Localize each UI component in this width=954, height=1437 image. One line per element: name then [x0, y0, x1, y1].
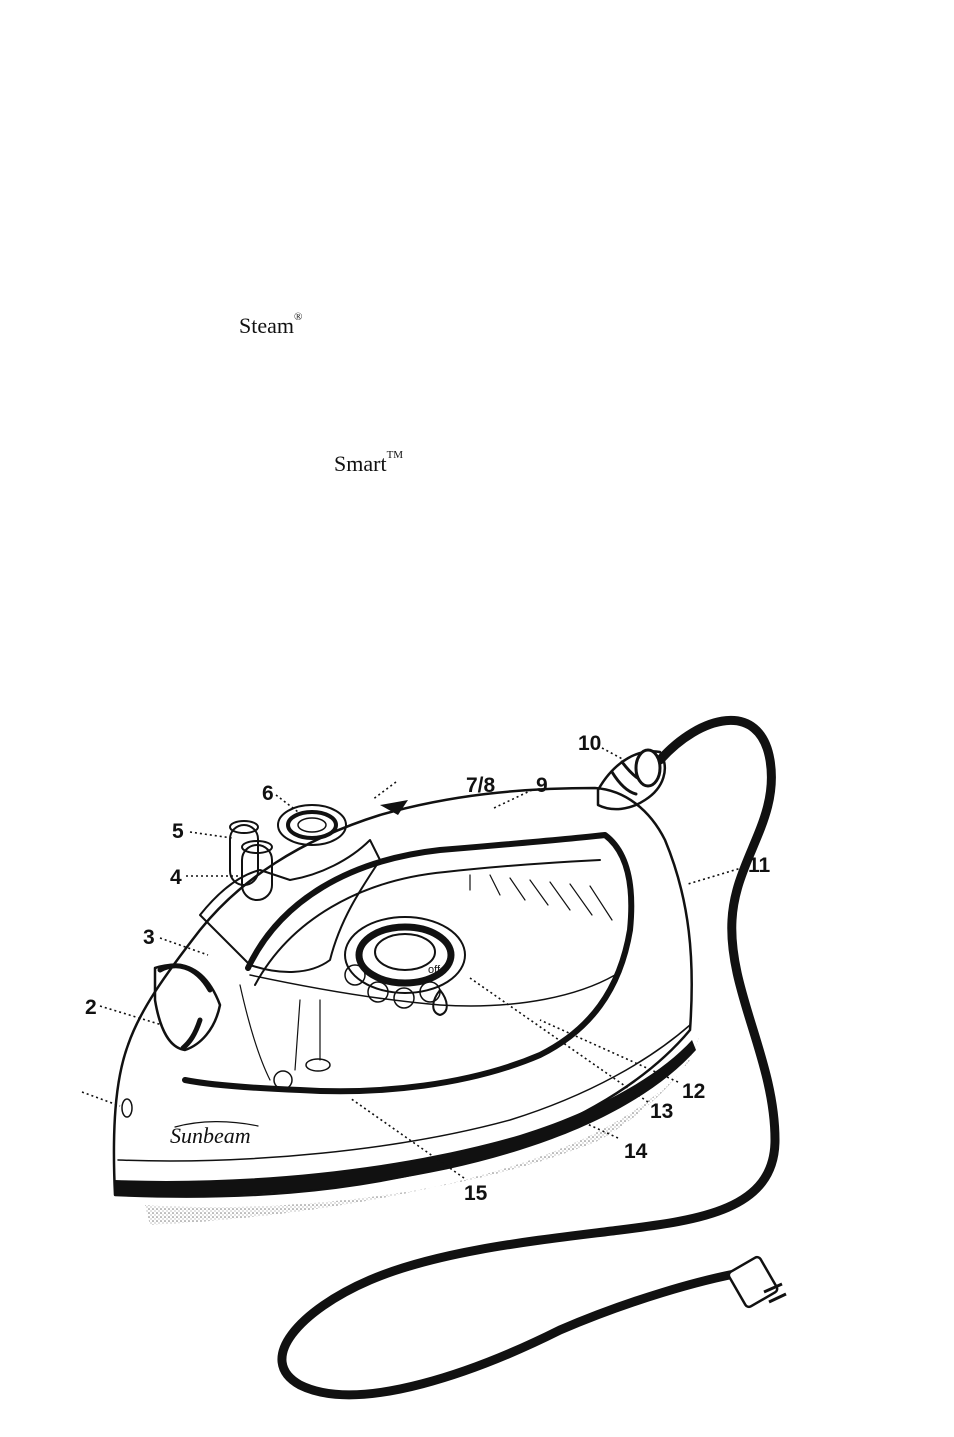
- dial-off-label: off: [428, 964, 441, 976]
- callout-11: 11: [748, 854, 771, 877]
- spray-nozzle: [121, 1098, 133, 1118]
- leader-15: [349, 1097, 465, 1179]
- leader-11: [687, 865, 749, 885]
- steam-text-fragment: Steam®: [239, 311, 303, 339]
- iron-handle: [182, 832, 635, 1095]
- callout-15: 15: [464, 1182, 488, 1205]
- callout-14: 14: [624, 1140, 648, 1163]
- leader-12: [539, 1019, 679, 1083]
- callout-13: 13: [650, 1100, 673, 1123]
- callout-10: 10: [578, 732, 601, 755]
- callout-7-8: 7/8: [466, 774, 496, 797]
- plug: [727, 1255, 787, 1309]
- leader-7-8: [371, 781, 397, 801]
- leader-13: [469, 977, 649, 1103]
- trademark-mark: TM: [386, 449, 404, 461]
- indicator-light: [380, 800, 408, 815]
- sunbeam-logo: Sunbeam: [170, 1123, 251, 1148]
- leader-10: [601, 747, 629, 763]
- steam-word: Steam: [239, 313, 294, 338]
- smart-text-fragment: SmartTM: [334, 449, 404, 477]
- spray-button: [229, 820, 259, 886]
- soleplate: [115, 1040, 696, 1197]
- callout-12: 12: [682, 1080, 705, 1103]
- handle-front: [199, 839, 381, 973]
- leader-3: [159, 937, 209, 956]
- power-cord: [277, 716, 780, 1400]
- callout-9: 9: [536, 774, 548, 797]
- steam-dial: [277, 804, 347, 846]
- registered-mark: ®: [294, 311, 303, 323]
- leader-1: [81, 1091, 121, 1107]
- callout-6: 6: [262, 782, 274, 805]
- leader-9: [493, 789, 533, 809]
- leader-14: [573, 1117, 619, 1139]
- leader-5: [189, 831, 233, 839]
- leader-2: [99, 1005, 163, 1026]
- smart-word: Smart: [334, 451, 387, 476]
- callout-4: 4: [170, 866, 182, 889]
- callout-5: 5: [172, 820, 184, 843]
- burst-of-steam-button: [241, 840, 273, 901]
- callout-3: 3: [143, 926, 155, 949]
- callout-2: 2: [85, 996, 97, 1019]
- temperature-dial: [344, 916, 466, 1016]
- leader-6: [275, 794, 303, 816]
